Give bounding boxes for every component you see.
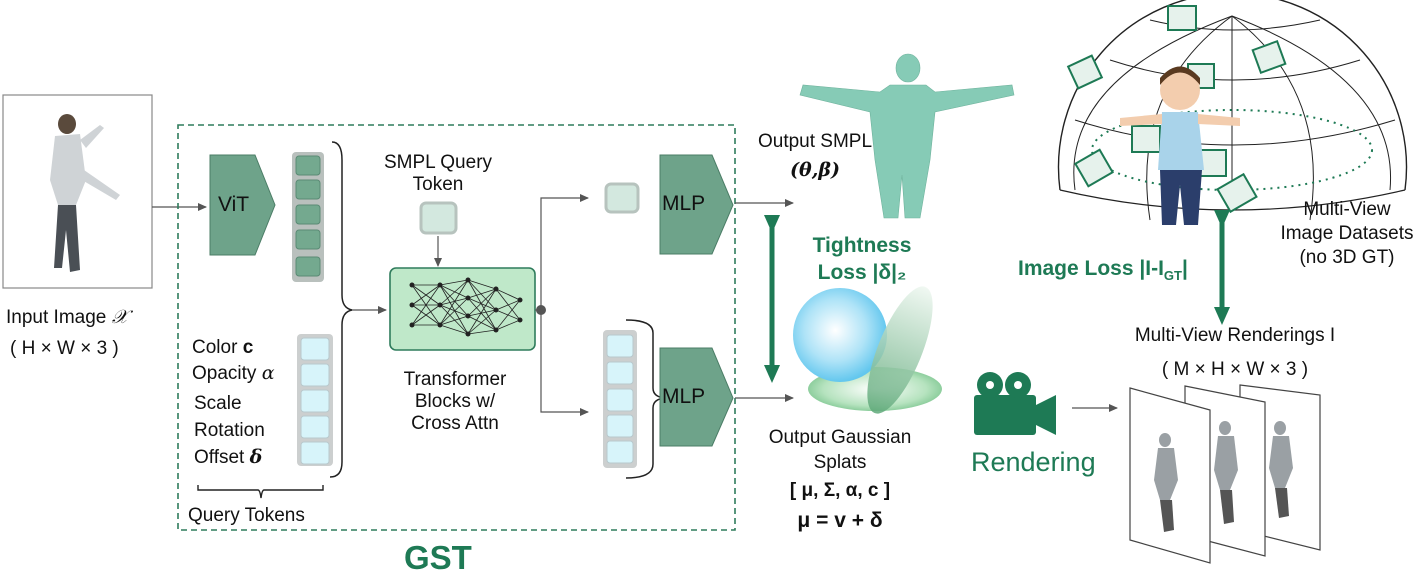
query-attr-offset: Offset δ xyxy=(194,446,263,468)
query-tokens xyxy=(297,334,333,466)
input-image-label: Input Image 𝒳 xyxy=(6,306,128,328)
camera-sphere xyxy=(1057,0,1408,225)
query-attr-color: Color c xyxy=(192,337,254,358)
smpl-mesh xyxy=(799,53,1015,219)
smpl-output-token xyxy=(604,182,640,214)
rendered-views xyxy=(1129,384,1321,564)
image-loss-label: Image Loss |I-IGT| xyxy=(1018,257,1188,284)
query-attr-opacity: Opacity α xyxy=(192,362,275,384)
vit-tokens xyxy=(292,152,324,282)
gst-label: GST xyxy=(404,539,472,576)
query-tokens-label: Query Tokens xyxy=(188,505,305,526)
rendering-label: Rendering xyxy=(971,447,1096,477)
query-attr-scale: Scale xyxy=(194,393,242,414)
transformer-label: Transformer Blocks w/ Cross Attn xyxy=(403,369,507,434)
query-attr-rotation: Rotation xyxy=(194,420,265,441)
upper-brace xyxy=(331,141,353,326)
mlp-bottom-block xyxy=(659,347,734,447)
vit-label: ViT xyxy=(218,193,250,216)
lower-brace xyxy=(329,325,343,478)
mlp-top-label: MLP xyxy=(662,192,706,215)
input-image xyxy=(2,94,153,289)
query-tokens-brace xyxy=(197,485,324,499)
mlp-bottom-label: MLP xyxy=(662,385,706,408)
mlp-top-block xyxy=(659,154,734,255)
smpl-query-token xyxy=(419,201,458,235)
tightness-label: Tightness Loss |δ|₂ xyxy=(812,234,912,284)
vit-block xyxy=(209,154,276,256)
output-smpl-label: Output SMPL (θ,β) xyxy=(757,131,873,181)
video-camera-icon xyxy=(974,372,1056,435)
multiview-dataset-label: Multi-View Image Datasets (no 3D GT) xyxy=(1280,199,1414,268)
output-gaussian-label: Output Gaussian Splats [ μ, Σ, α, c ] μ … xyxy=(768,427,912,532)
transformer-block xyxy=(389,267,536,351)
gst-box xyxy=(177,124,736,531)
multiview-renderings-label: Multi-View Renderings I ( M × H × W × 3 … xyxy=(1134,325,1336,380)
gaussian-output-tokens xyxy=(603,330,637,468)
input-dims: ( H × W × 3 ) xyxy=(10,338,119,359)
gaussian-splats xyxy=(793,286,942,414)
smpl-query-label: SMPL Query Token xyxy=(383,152,493,195)
